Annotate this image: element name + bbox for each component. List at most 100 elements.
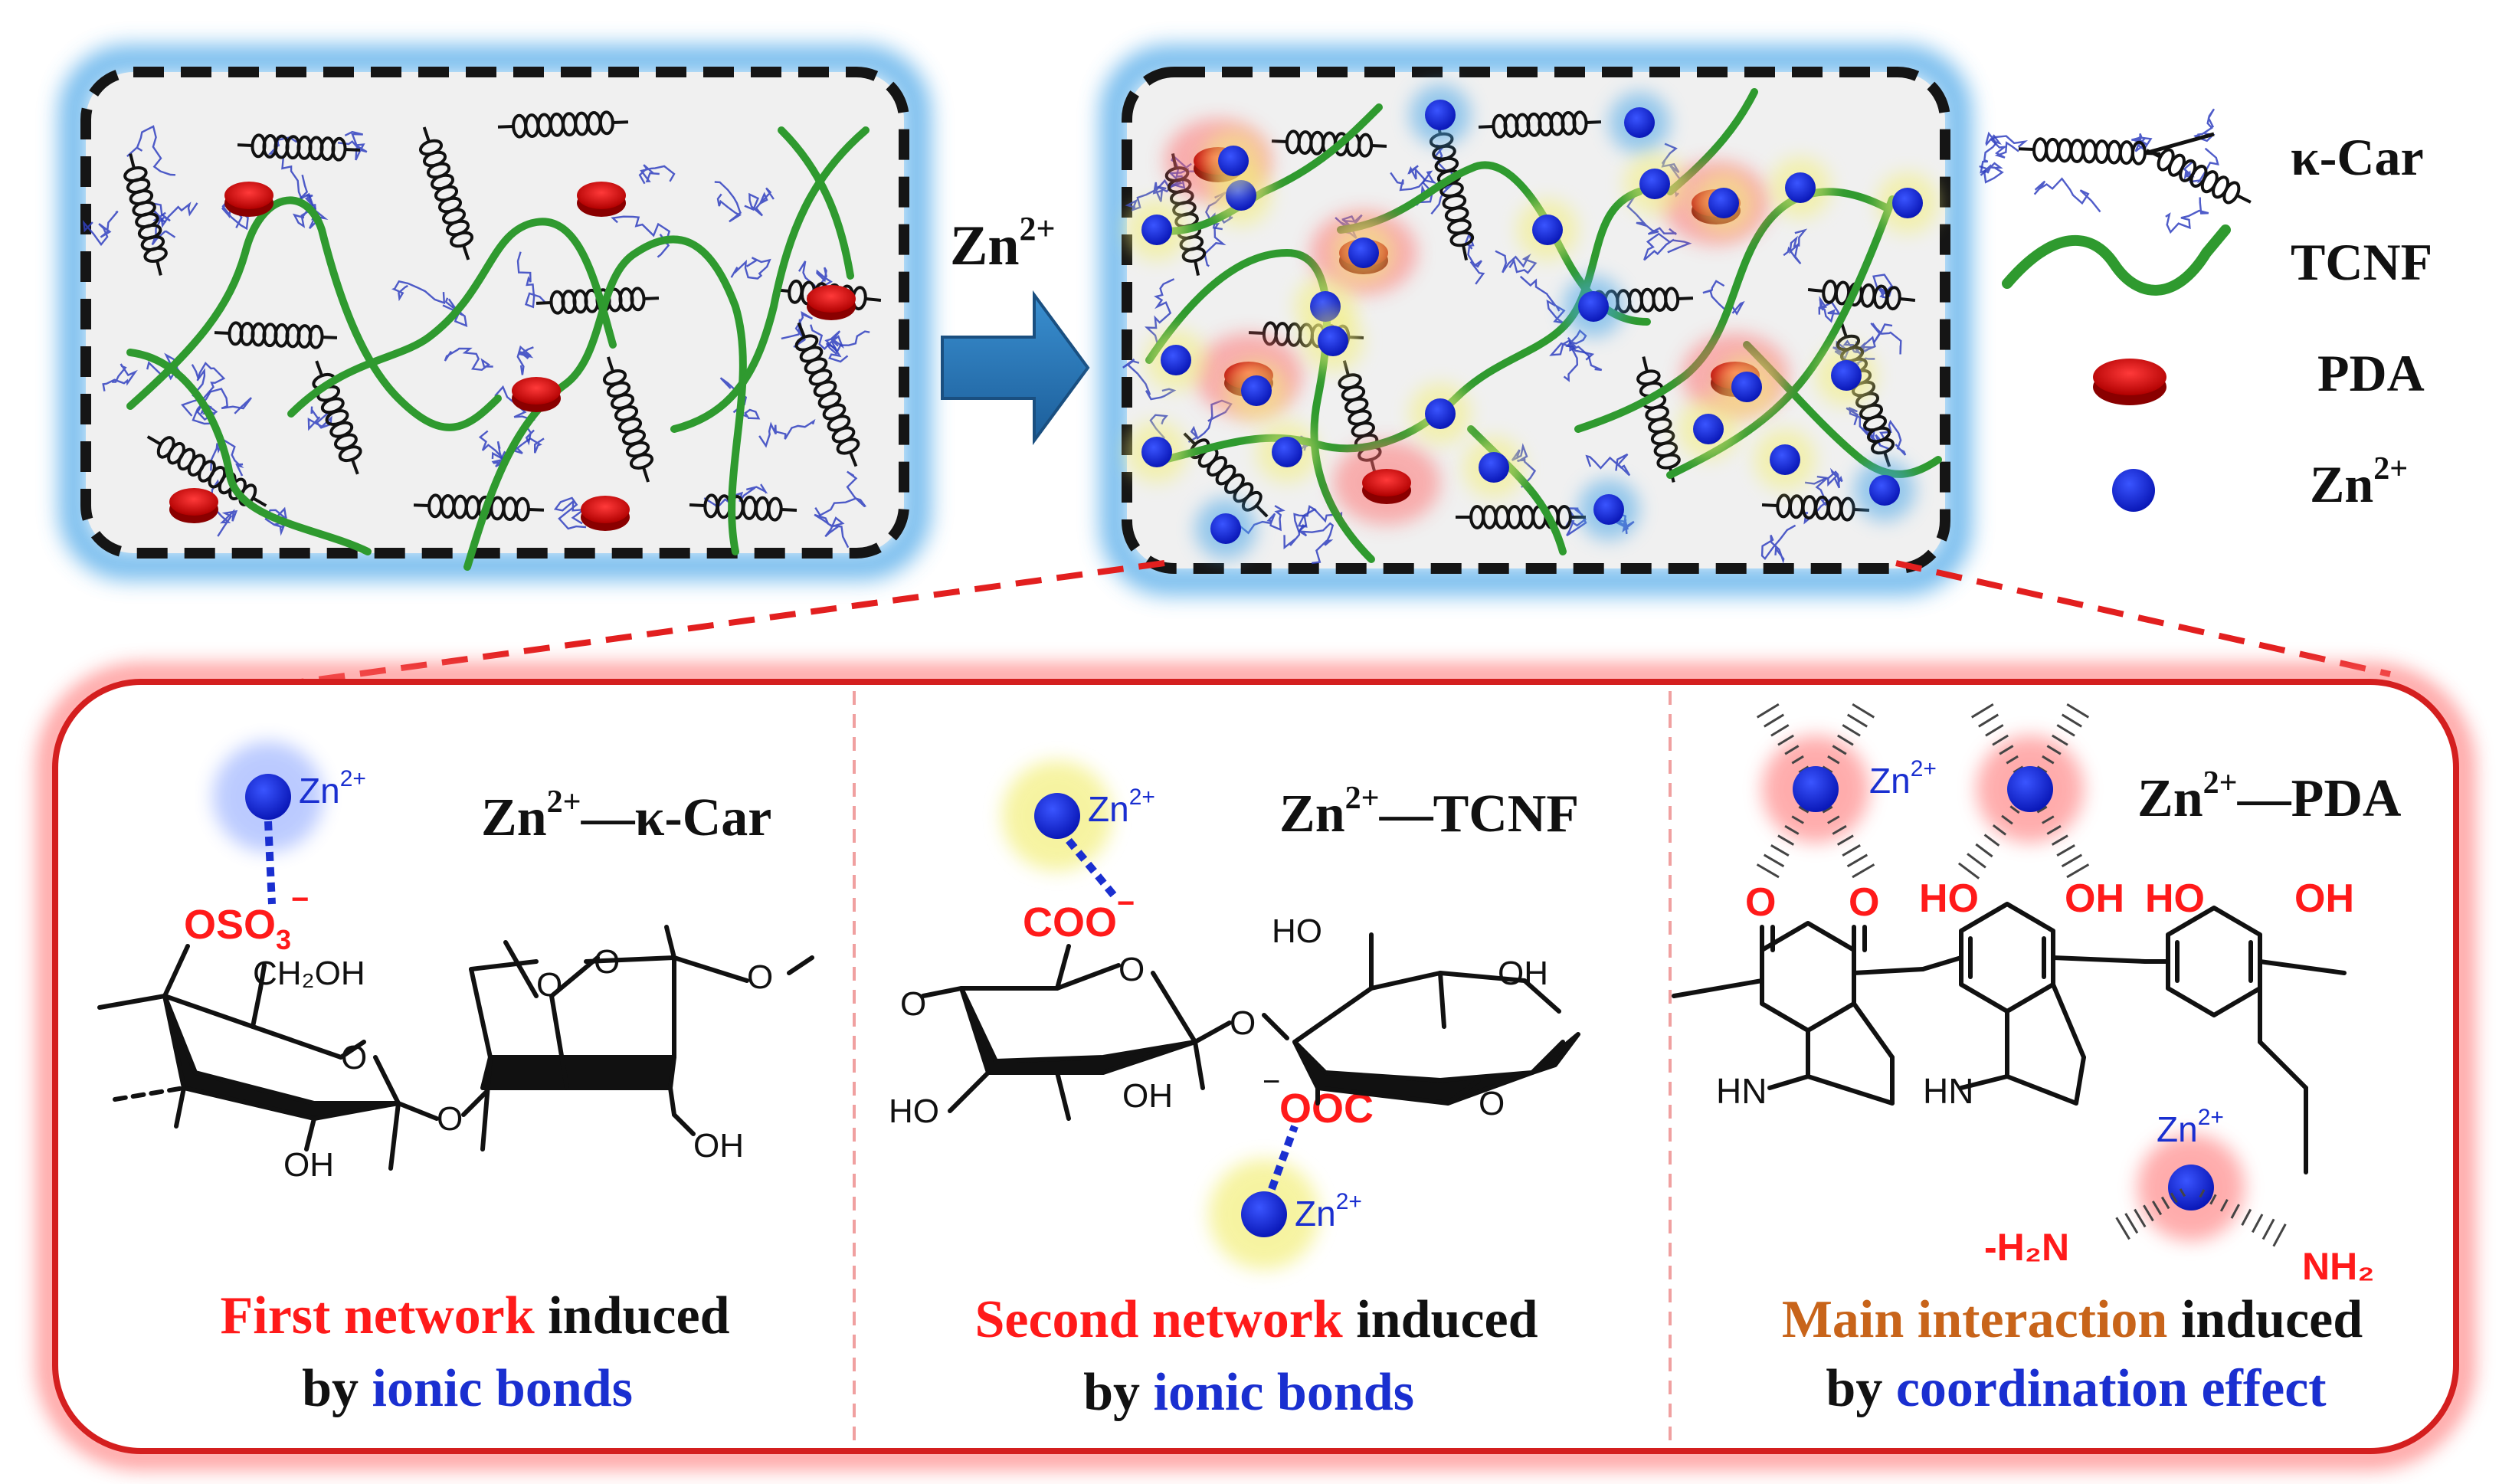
- zn-ion: [1256, 421, 1318, 483]
- kcar-atoms: CH₂OH O O O OH OH O O: [253, 943, 773, 1184]
- caption-line-2: by ionic bonds: [302, 1359, 633, 1418]
- network-before: [59, 45, 931, 580]
- zn-ion: [1126, 199, 1187, 260]
- zn-ion: [1624, 153, 1685, 215]
- legend-label-tcnf: TCNF: [2291, 233, 2432, 291]
- arrow-label: Zn2+: [950, 210, 1056, 277]
- legend-label-pda: PDA: [2317, 344, 2425, 402]
- kcar-helix: [1807, 279, 1916, 311]
- pda-structure: [1672, 902, 2347, 1174]
- svg-text:HO: HO: [2145, 876, 2205, 921]
- svg-text:OH: OH: [2065, 876, 2124, 921]
- kcar-helix: [123, 153, 168, 276]
- zn-coord-2: [1957, 703, 2090, 880]
- svg-text:O: O: [536, 966, 562, 1004]
- caption-line-1: First network induced: [220, 1286, 729, 1345]
- tcnf-fiber: [463, 235, 747, 571]
- svg-text:OH: OH: [2294, 876, 2354, 921]
- zn-coord-3: [2115, 1134, 2287, 1247]
- kcar-helix: [214, 321, 338, 349]
- kcar-helix: [497, 110, 629, 139]
- pda-particle: [1333, 441, 1440, 525]
- svg-text:HO: HO: [1919, 876, 1979, 921]
- zn-ion: [1716, 356, 1777, 418]
- tcnf-fiber: [126, 349, 372, 555]
- svg-text:HO: HO: [889, 1093, 939, 1130]
- kcar-helix: [2146, 148, 2252, 205]
- caption-line-1: Main interaction induced: [1782, 1290, 2363, 1349]
- network-before-content: [82, 110, 882, 571]
- legend: κ-Car TCNF PDA Zn2+: [1979, 108, 2432, 513]
- zn-ion: [1410, 84, 1471, 146]
- caption-line-1: Second network induced: [974, 1290, 1538, 1349]
- zn-ion: [1410, 383, 1471, 444]
- carboxylate-charge-2: −: [1263, 1065, 1280, 1099]
- svg-text:HO: HO: [1272, 912, 1322, 950]
- kcar-helix: [794, 322, 860, 467]
- network-after-content: [1122, 84, 1942, 565]
- zn-ion: [1877, 172, 1938, 234]
- zn-ion: [1854, 460, 1915, 521]
- zn-ion: [1609, 92, 1670, 153]
- zn-coord-1: [1756, 703, 1875, 879]
- subpanel-title: Zn2+—PDA: [2137, 765, 2402, 828]
- zn-icon: [2112, 469, 2155, 512]
- zn-ion: [1203, 130, 1264, 192]
- zn-ion-label: Zn2+: [299, 766, 366, 811]
- zn-ion-label: Zn2+: [1088, 785, 1155, 829]
- svg-text:O: O: [1479, 1085, 1505, 1122]
- pda-particle: [224, 182, 273, 217]
- reaction-arrow: Zn2+: [941, 210, 1090, 446]
- zn-ion: [1145, 329, 1207, 391]
- zn-ion: [1678, 398, 1739, 460]
- legend-item-zn: Zn2+: [2112, 451, 2408, 513]
- svg-text:HN: HN: [1716, 1071, 1767, 1111]
- svg-text:OH: OH: [283, 1146, 334, 1184]
- subpanel-tcnf: Zn2+ Zn2+—TCNF COO− Zn2+ OOC −: [889, 761, 1580, 1422]
- pda-oxygen-groups: O O HO OH HO OH: [1745, 876, 2354, 925]
- kcar-helix: [602, 356, 654, 483]
- pda-particle: [577, 182, 626, 217]
- svg-text:O: O: [594, 943, 620, 981]
- kcar-chain: [703, 377, 867, 549]
- zn-ion-2-label: Zn2+: [1295, 1189, 1362, 1233]
- zn-ion: [1463, 437, 1525, 498]
- pda-particle: [512, 377, 561, 412]
- tcnf-icon: [2002, 224, 2231, 296]
- pda-icon: [2093, 359, 2166, 395]
- tcnf-atoms: O O O HO OH HO OH O: [889, 912, 1548, 1130]
- legend-label-zn: Zn2+: [2310, 451, 2408, 513]
- svg-text:OH: OH: [1122, 1077, 1173, 1115]
- kcar-chain: [611, 164, 775, 280]
- zn-ion-3-label: Zn2+: [2157, 1105, 2224, 1149]
- svg-text:HN: HN: [1923, 1071, 1973, 1111]
- pda-particle: [581, 496, 630, 531]
- pda-nh: HN HN: [1716, 1071, 1973, 1111]
- kcar-helix: [2018, 137, 2161, 165]
- kcar-helix: [418, 126, 474, 260]
- kcar-helix: [535, 287, 660, 315]
- svg-text:O: O: [341, 1039, 367, 1076]
- kcar-chain: [1979, 131, 2101, 213]
- legend-item-pda: PDA: [2093, 344, 2425, 405]
- caption-line-2: by coordination effect: [1826, 1359, 2326, 1418]
- amine-right: NH₂: [2302, 1245, 2374, 1288]
- zn-ion: [1195, 498, 1256, 559]
- svg-text:O: O: [437, 1100, 463, 1138]
- legend-item-tcnf: TCNF: [2002, 224, 2432, 296]
- subpanel-kcar: Zn2+ Zn2+—κ-Car OSO3−: [97, 742, 814, 1418]
- tcnf-fiber: [670, 126, 870, 433]
- zn-ion: [1126, 421, 1187, 483]
- svg-text:OH: OH: [1498, 955, 1548, 992]
- svg-text:O: O: [747, 958, 773, 996]
- amine-left: -H₂N: [1984, 1226, 2069, 1269]
- svg-text:CH₂OH: CH₂OH: [253, 955, 365, 992]
- legend-item-kcar: κ-Car: [1979, 108, 2424, 234]
- zn-ion: [1333, 222, 1394, 283]
- zn-ion: [1816, 345, 1877, 406]
- zn-ion: [245, 774, 291, 820]
- svg-text:O: O: [1230, 1004, 1256, 1042]
- arrow-shape: [941, 290, 1090, 446]
- svg-text:O: O: [1118, 951, 1145, 988]
